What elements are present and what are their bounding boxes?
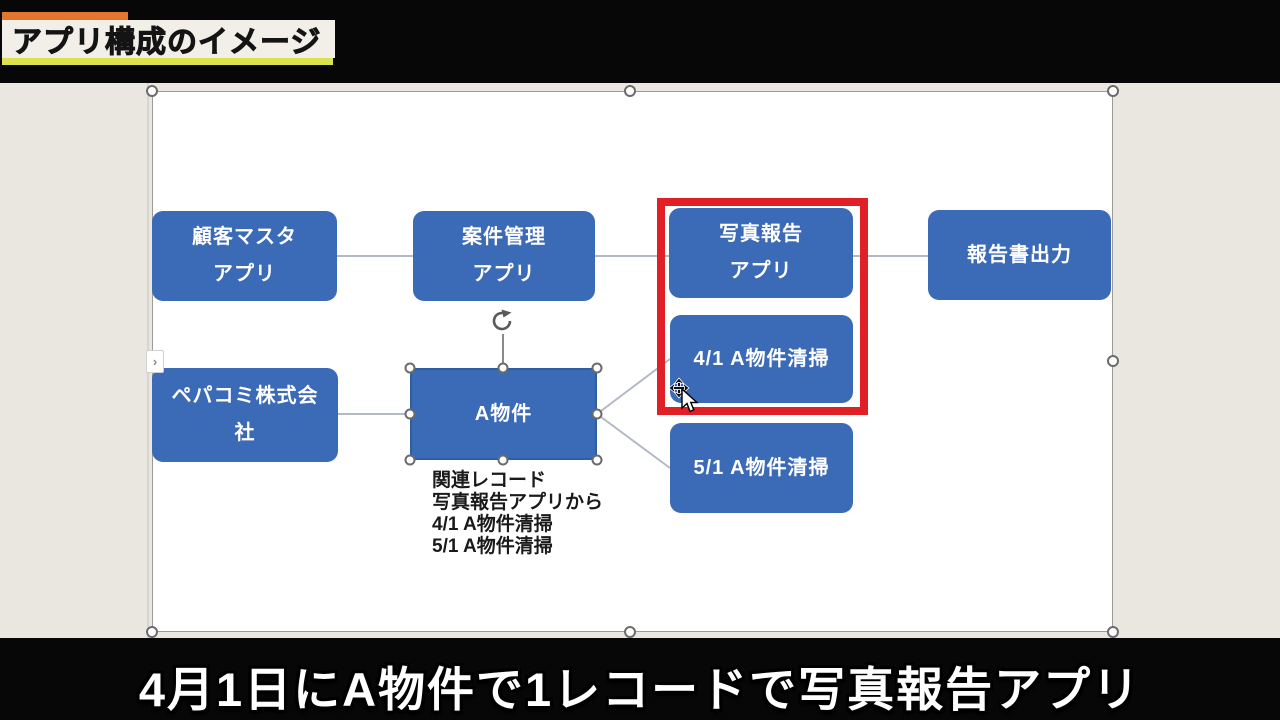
node-label-line: 写真報告 <box>719 223 803 245</box>
slide-handle-top-center[interactable] <box>624 85 636 97</box>
node-label-line: アプリ <box>213 263 276 285</box>
node-label-line: 社 <box>234 422 256 444</box>
shape-handle-bottom-right[interactable] <box>591 454 603 466</box>
shape-handle-middle-left[interactable] <box>404 408 416 420</box>
node-project-management-app[interactable]: 案件管理 アプリ <box>413 211 595 301</box>
related-records-annotation[interactable]: 関連レコード 写真報告アプリから 4/1 A物件清掃 5/1 A物件清掃 <box>432 470 692 558</box>
slide-handle-top-right[interactable] <box>1107 85 1119 97</box>
node-label-line: A物件 <box>474 402 533 425</box>
pane-expand-tab[interactable]: › <box>146 350 164 373</box>
shape-handle-top-right[interactable] <box>591 362 603 374</box>
annotation-line: 関連レコード <box>432 470 547 491</box>
node-property-a[interactable]: A物件 <box>410 368 597 460</box>
bottom-letterbox-bar <box>0 638 1280 720</box>
annotation-line: 写真報告アプリから <box>432 492 604 513</box>
subtitle-text: 4月1日にA物件で1レコードで写真報告アプリ <box>138 662 1142 716</box>
banner-yellow-accent <box>2 58 333 65</box>
shape-handle-bottom-left[interactable] <box>404 454 416 466</box>
rotation-handle-icon[interactable] <box>488 306 518 336</box>
node-record-5-1-cleaning[interactable]: 5/1 A物件清掃 <box>670 423 853 513</box>
slide-handle-bottom-center[interactable] <box>624 626 636 638</box>
annotation-line: 5/1 A物件清掃 <box>432 536 553 557</box>
chevron-right-icon: › <box>152 354 158 369</box>
node-pepakomi-company[interactable]: ペパコミ株式会 社 <box>152 368 338 462</box>
node-label-line: 案件管理 <box>462 226 546 248</box>
node-report-output[interactable]: 報告書出力 <box>928 210 1111 300</box>
slide-handle-bottom-left[interactable] <box>146 626 158 638</box>
node-record-4-1-cleaning[interactable]: 4/1 A物件清掃 <box>670 315 853 403</box>
shape-handle-top-left[interactable] <box>404 362 416 374</box>
node-label-line: 報告書出力 <box>967 243 1072 266</box>
mouse-move-cursor <box>668 377 699 413</box>
shape-handle-top-center[interactable] <box>497 362 509 374</box>
node-label-line: ペパコミ株式会 <box>171 385 319 407</box>
slide-handle-top-left[interactable] <box>146 85 158 97</box>
page-title: アプリ構成のイメージ <box>11 26 322 60</box>
title-banner: アプリ構成のイメージ <box>2 20 335 60</box>
annotation-line: 4/1 A物件清掃 <box>432 514 553 535</box>
connector-lines <box>337 255 928 469</box>
node-label-line: 5/1 A物件清掃 <box>693 456 830 479</box>
node-label-line: 顧客マスタ <box>192 226 297 248</box>
node-label-line: アプリ <box>729 260 793 282</box>
slide-handle-bottom-right[interactable] <box>1107 626 1119 638</box>
node-label-line: 4/1 A物件清掃 <box>693 347 830 370</box>
rotation-handle-stem <box>502 334 504 364</box>
node-label-line: アプリ <box>472 263 536 285</box>
node-photo-report-app[interactable]: 写真報告 アプリ <box>669 208 853 298</box>
node-customer-master-app[interactable]: 顧客マスタ アプリ <box>152 211 337 301</box>
shape-handle-bottom-center[interactable] <box>497 454 509 466</box>
shape-handle-middle-right[interactable] <box>591 408 603 420</box>
highlight-rectangle[interactable] <box>657 198 868 415</box>
banner-orange-accent <box>2 12 128 21</box>
subtitle-caption: 4月1日にA物件で1レコードで写真報告アプリ <box>0 650 1280 720</box>
slide-handle-middle-right[interactable] <box>1107 355 1119 367</box>
